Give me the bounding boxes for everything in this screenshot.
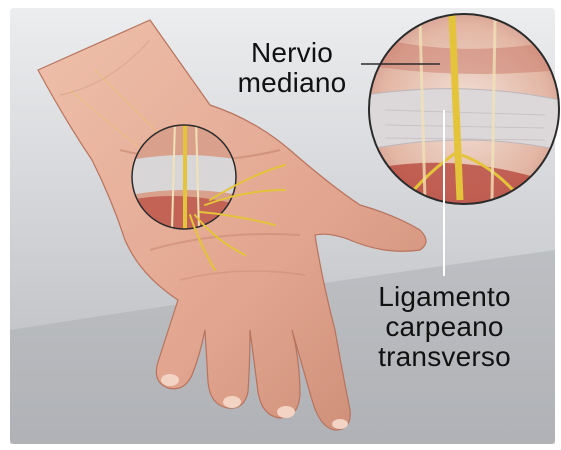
ligament-label: Ligamento carpeano transverso bbox=[362, 282, 527, 372]
median-nerve-label: Nervio mediano bbox=[232, 38, 352, 98]
median-nerve-label-line-1: Nervio bbox=[232, 38, 352, 68]
ligament-label-line-1: Ligamento bbox=[362, 282, 527, 312]
median-nerve-label-line-2: mediano bbox=[232, 68, 352, 98]
ligament-label-line-2: carpeano bbox=[362, 312, 527, 342]
ligament-label-line-3: transverso bbox=[362, 342, 527, 372]
